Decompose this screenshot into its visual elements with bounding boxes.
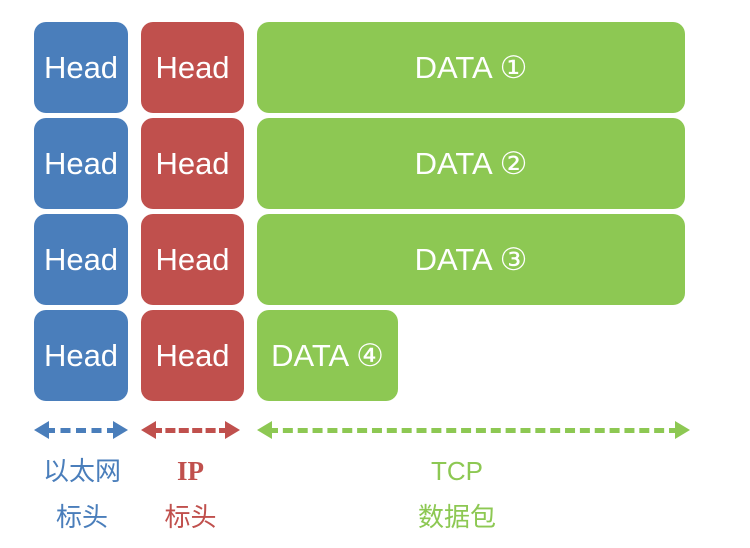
ethernet-span-arrow-icon: [34, 421, 128, 439]
ip-head-label: Head: [155, 337, 230, 373]
packet-row-4: Head Head DATA ④: [0, 310, 750, 401]
tcp-data-block: DATA ③: [257, 214, 685, 305]
tcp-data-label: DATA ④: [271, 337, 384, 373]
ethernet-legend-line2: 标头: [55, 502, 108, 532]
ethernet-legend-line1: 以太网: [42, 456, 121, 486]
ip-head-block: Head: [141, 214, 244, 305]
ip-head-label: Head: [155, 49, 230, 85]
ip-head-block: Head: [141, 22, 244, 113]
tcp-data-block: DATA ①: [257, 22, 685, 113]
ethernet-head-label: Head: [43, 337, 119, 373]
arrow-left-head-icon: [141, 421, 156, 439]
arrow-dashed-shaft: [152, 427, 229, 433]
ip-legend-line1: IP: [177, 456, 204, 486]
ip-legend: IP 标头: [141, 448, 240, 540]
ip-head-block: Head: [141, 310, 244, 401]
arrow-left-head-icon: [34, 421, 49, 439]
ethernet-head-label: Head: [43, 49, 119, 85]
ip-head-label: Head: [155, 145, 230, 181]
arrow-right-head-icon: [113, 421, 128, 439]
packet-row-2: Head Head DATA ②: [0, 118, 750, 209]
ip-legend-line2: 标头: [164, 502, 217, 532]
tcp-legend-line2: 数据包: [417, 502, 496, 532]
ethernet-head-label: Head: [43, 241, 119, 277]
arrow-dashed-shaft: [45, 427, 117, 433]
tcp-span-arrow-icon: [257, 421, 690, 439]
tcp-data-block: DATA ④: [257, 310, 398, 401]
ethernet-head-block: Head: [34, 22, 128, 113]
ip-head-block: Head: [141, 118, 244, 209]
packet-row-1: Head Head DATA ①: [0, 22, 750, 113]
arrow-right-head-icon: [225, 421, 240, 439]
ethernet-head-label: Head: [43, 145, 119, 181]
ethernet-legend: 以太网 标头: [34, 448, 130, 540]
arrow-dashed-shaft: [268, 427, 679, 433]
ip-head-label: Head: [155, 241, 230, 277]
packet-row-3: Head Head DATA ③: [0, 214, 750, 305]
tcp-data-label: DATA ②: [414, 145, 528, 181]
tcp-data-label: DATA ③: [414, 241, 528, 277]
ethernet-head-block: Head: [34, 310, 128, 401]
tcp-legend: TCP 数据包: [257, 448, 657, 540]
ethernet-head-block: Head: [34, 118, 128, 209]
ip-span-arrow-icon: [141, 421, 240, 439]
arrow-right-head-icon: [675, 421, 690, 439]
arrow-left-head-icon: [257, 421, 272, 439]
ethernet-head-block: Head: [34, 214, 128, 305]
tcp-data-block: DATA ②: [257, 118, 685, 209]
tcp-data-label: DATA ①: [414, 49, 528, 85]
tcp-legend-line1: TCP: [431, 456, 483, 486]
